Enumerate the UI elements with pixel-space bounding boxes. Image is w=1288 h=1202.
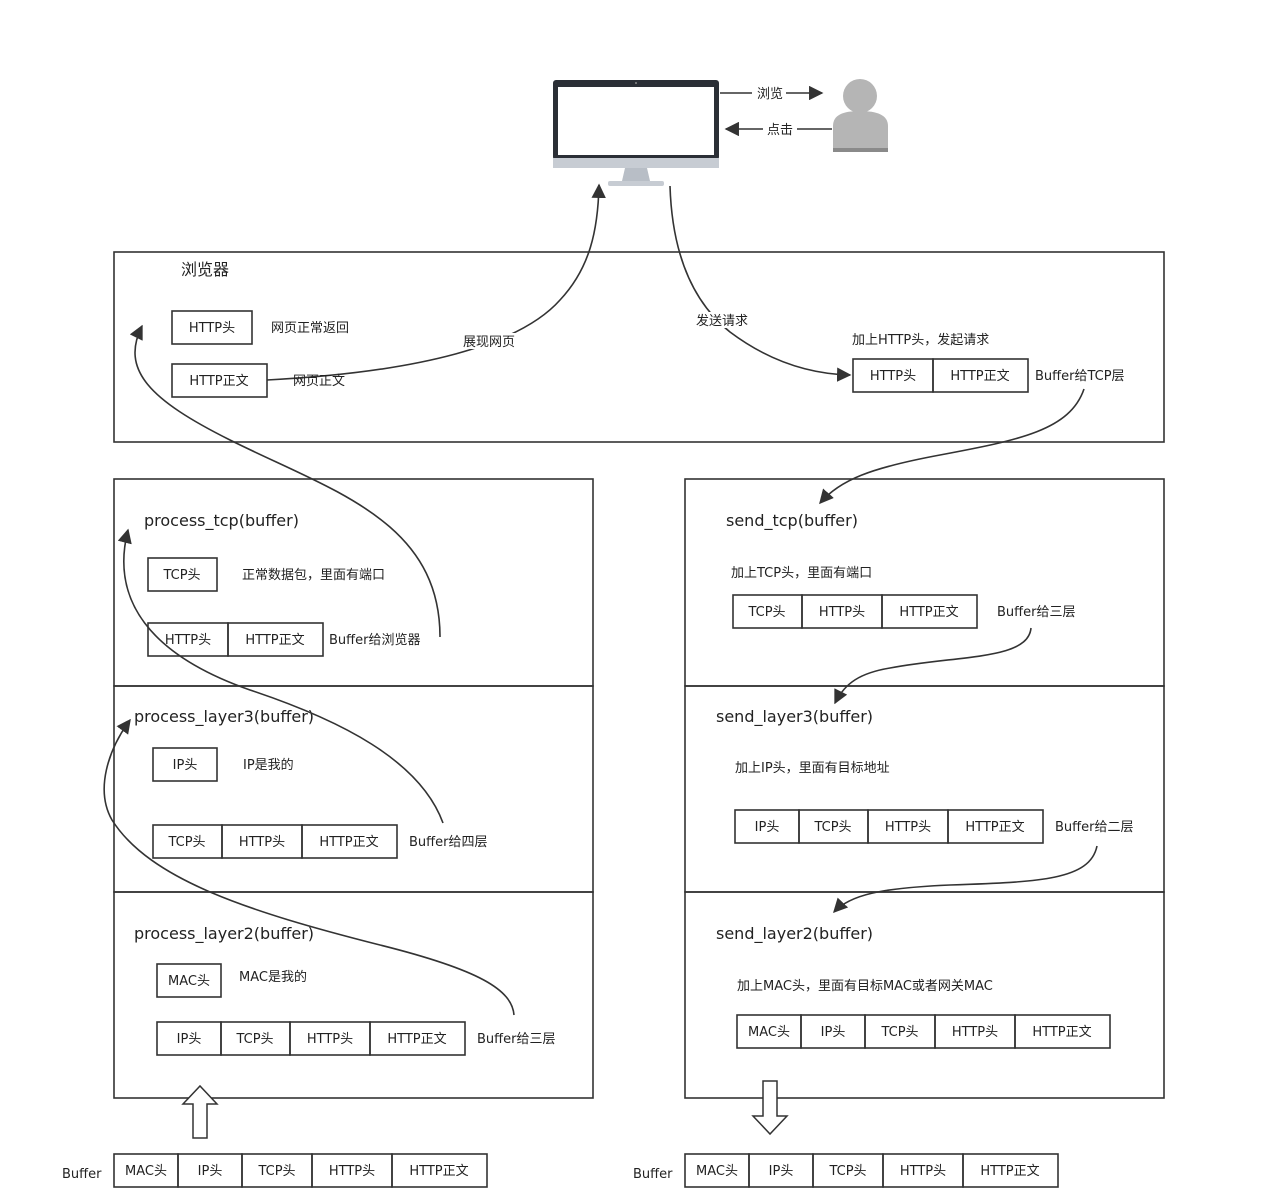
process-layer3-cell-0: TCP头 — [167, 835, 205, 850]
to-layer4-arrow — [117, 528, 444, 824]
process-layer2-cell-0: IP头 — [177, 1032, 202, 1047]
process-layer3-buffer — [152, 824, 398, 859]
ip-head-box — [152, 747, 218, 782]
process-tcp-title: process_tcp(buffer) — [144, 511, 299, 531]
send-request-arrow — [669, 185, 852, 382]
recv-buffer-cell-1: IP头 — [198, 1164, 223, 1179]
send-layer2-frame — [684, 891, 1165, 1099]
process-layer2-note: MAC是我的 — [239, 969, 307, 985]
send-layer3-buffer — [734, 809, 1044, 844]
recv-buffer-cell-2: TCP头 — [257, 1164, 295, 1179]
to-send-layer3-arrow — [834, 627, 1032, 705]
browse-arrow: 浏览 — [720, 85, 824, 102]
process-layer2-buffer — [156, 1021, 466, 1056]
process-tcp-cell-1: HTTP正文 — [245, 633, 304, 648]
process-layer3-note: IP是我的 — [243, 757, 294, 773]
send-layer3-cell-1: TCP头 — [813, 820, 851, 835]
send-tcp-cell-0: TCP头 — [747, 605, 785, 620]
send-request-label: 发送请求 — [696, 313, 748, 329]
process-layer2-cell-1: TCP头 — [235, 1032, 273, 1047]
browse-label: 浏览 — [757, 86, 783, 102]
monitor-icon — [553, 80, 719, 186]
show-page-arrow — [266, 183, 606, 381]
ip-head-label: IP头 — [173, 758, 198, 773]
up-arrow-icon — [181, 1084, 219, 1139]
process-layer2-frame — [113, 891, 594, 1099]
request-cell-1: HTTP正文 — [950, 369, 1009, 384]
send-layer2-cell-0: MAC头 — [748, 1025, 790, 1040]
tcp-head-box — [147, 557, 218, 592]
down-arrow-icon — [751, 1080, 789, 1136]
to-send-layer2-arrow — [833, 845, 1098, 914]
send-layer2-cell-4: HTTP正文 — [1032, 1025, 1091, 1040]
browser-title: 浏览器 — [181, 260, 229, 279]
send-tcp-cell-1: HTTP头 — [819, 605, 865, 620]
browser-http-body-box — [171, 363, 268, 398]
recv-buffer-cell-0: MAC头 — [125, 1164, 167, 1179]
send-tcp-buffer — [732, 594, 978, 629]
send-layer3-note: 加上IP头，里面有目标地址 — [735, 761, 890, 776]
process-tcp-cell-0: HTTP头 — [165, 633, 211, 648]
browser-http-body-label: HTTP正文 — [189, 374, 248, 389]
send-tcp-note: 加上TCP头，里面有端口 — [731, 566, 872, 581]
send-layer2-note: 加上MAC头，里面有目标MAC或者网关MAC — [737, 979, 993, 994]
send-buffer-label: Buffer — [633, 1167, 673, 1182]
request-cell-0: HTTP头 — [870, 369, 916, 384]
to-send-tcp-arrow — [819, 388, 1085, 505]
process-tcp-note: 正常数据包，里面有端口 — [242, 568, 385, 583]
send-buffer-cell-3: HTTP头 — [900, 1164, 946, 1179]
mac-head-box — [156, 963, 222, 998]
process-layer2-title: process_layer2(buffer) — [134, 924, 314, 944]
recv-buffer-label: Buffer — [62, 1167, 102, 1182]
browser-frame — [113, 251, 1165, 443]
note-page-body: 网页正文 — [293, 374, 345, 389]
send-buffer — [684, 1153, 1059, 1188]
process-layer2-cell-3: HTTP正文 — [387, 1032, 446, 1047]
send-layer2-cell-2: TCP头 — [880, 1025, 918, 1040]
browser-http-head-label: HTTP头 — [189, 321, 235, 336]
buffer-to-layer4-note: Buffer给四层 — [409, 835, 487, 850]
show-page-label: 展现网页 — [463, 335, 515, 350]
recv-buffer-cell-3: HTTP头 — [329, 1164, 375, 1179]
send-buffer-cell-4: HTTP正文 — [980, 1164, 1039, 1179]
recv-buffer-cell-4: HTTP正文 — [409, 1164, 468, 1179]
tcp-head-label: TCP头 — [162, 568, 200, 583]
request-buffer — [852, 358, 1029, 393]
note-normal-return: 网页正常返回 — [271, 321, 349, 336]
click-arrow: 点击 — [724, 121, 832, 138]
process-layer3-title: process_layer3(buffer) — [134, 707, 314, 727]
send-tcp-to-layer3-note: Buffer给三层 — [997, 605, 1075, 620]
buffer-to-layer3-note: Buffer给三层 — [477, 1032, 555, 1047]
send-layer3-cell-3: HTTP正文 — [965, 820, 1024, 835]
buffer-to-browser-note: Buffer给浏览器 — [329, 632, 420, 648]
send-layer2-cell-1: IP头 — [821, 1025, 846, 1040]
send-layer2-buffer — [736, 1014, 1111, 1049]
recv-buffer — [113, 1153, 488, 1188]
browser-http-head-box — [171, 310, 253, 345]
send-buffer-cell-2: TCP头 — [828, 1164, 866, 1179]
send-layer3-title: send_layer3(buffer) — [716, 707, 873, 727]
send-buffer-cell-0: MAC头 — [696, 1164, 738, 1179]
send-tcp-cell-2: HTTP正文 — [899, 605, 958, 620]
buffer-to-tcp-note: Buffer给TCP层 — [1035, 369, 1125, 384]
click-label: 点击 — [767, 123, 793, 138]
send-layer3-cell-2: HTTP头 — [885, 820, 931, 835]
send-tcp-title: send_tcp(buffer) — [726, 511, 858, 531]
send-layer3-cell-0: IP头 — [755, 820, 780, 835]
process-tcp-buffer — [147, 622, 324, 657]
process-layer2-cell-2: HTTP头 — [307, 1032, 353, 1047]
process-layer3-cell-2: HTTP正文 — [319, 835, 378, 850]
send-layer3-to-layer2-note: Buffer给二层 — [1055, 820, 1133, 835]
mac-head-label: MAC头 — [168, 974, 210, 989]
send-buffer-cell-1: IP头 — [769, 1164, 794, 1179]
to-browser-arrow — [129, 324, 441, 638]
process-layer3-cell-1: HTTP头 — [239, 835, 285, 850]
add-http-head-note: 加上HTTP头，发起请求 — [852, 332, 989, 348]
to-layer3-arrow — [103, 718, 515, 1016]
send-layer2-title: send_layer2(buffer) — [716, 924, 873, 944]
user-icon — [833, 79, 888, 152]
send-layer2-cell-3: HTTP头 — [952, 1025, 998, 1040]
